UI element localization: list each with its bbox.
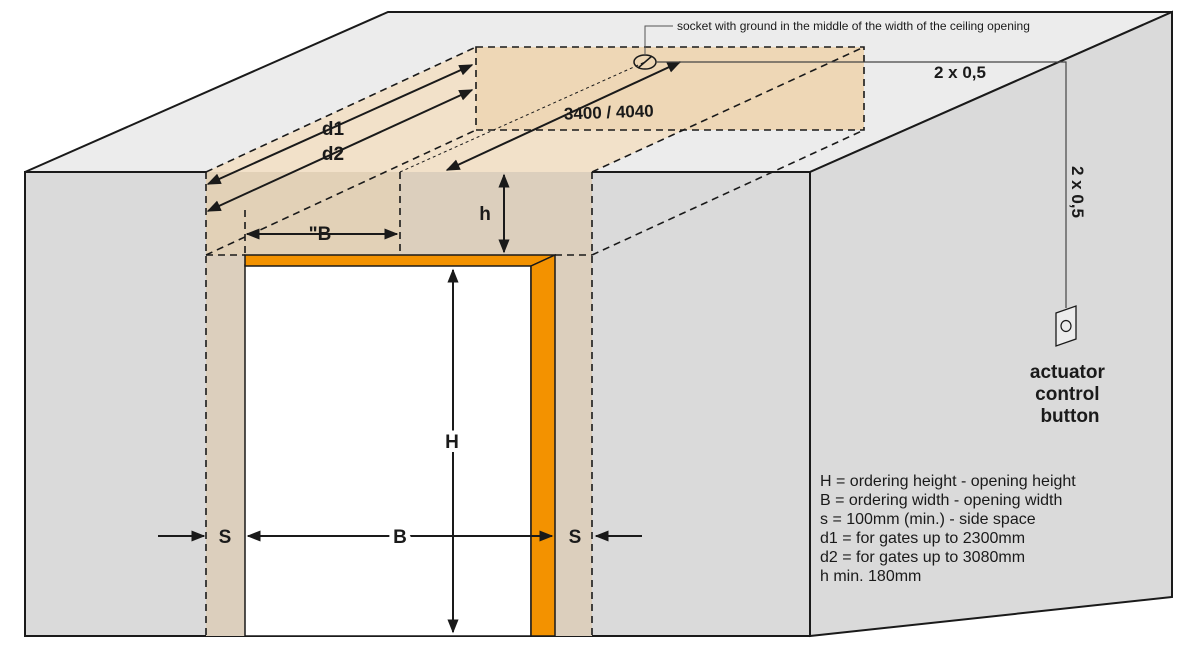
ceiling-box-end: [475, 46, 865, 131]
rail-length-label: 3400 / 4040: [564, 101, 654, 123]
cable-line: [656, 61, 1067, 308]
d1-label: d1: [322, 119, 345, 140]
legend-line: h min. 180mm: [820, 568, 921, 585]
legend-line: d1 = for gates up to 2300mm: [820, 530, 1025, 547]
d2-label: d2: [322, 144, 344, 165]
B-label: B: [393, 527, 407, 548]
door-opening: [244, 264, 532, 637]
control-button-icon: [1055, 305, 1077, 347]
button-label-line: button: [1040, 406, 1099, 427]
legend-line: H = ordering height - opening height: [820, 473, 1076, 490]
socket-note: socket with ground in the middle of the …: [677, 19, 1030, 33]
h-label: h: [479, 204, 491, 225]
frame-top: [244, 254, 556, 267]
H-label: H: [445, 432, 459, 453]
s-left-label: S: [219, 527, 232, 548]
legend-line: d2 = for gates up to 3080mm: [820, 549, 1025, 566]
button-label-line: control: [1035, 384, 1099, 405]
legend: H = ordering height - opening height B =…: [820, 473, 1080, 585]
cable-vertical-label: 2 x 0,5: [1068, 166, 1087, 218]
s-right-label: S: [569, 527, 582, 548]
half-b-label: "B: [309, 224, 332, 245]
legend-line: B = ordering width - opening width: [820, 492, 1062, 509]
button-label: actuator control button: [1030, 362, 1110, 427]
lintel-shadow: [206, 172, 400, 255]
frame-side: [530, 253, 556, 637]
legend-line: s = 100mm (min.) - side space: [820, 511, 1036, 528]
button-label-line: actuator: [1030, 362, 1106, 383]
cable-horizontal-label: 2 x 0,5: [934, 63, 986, 82]
